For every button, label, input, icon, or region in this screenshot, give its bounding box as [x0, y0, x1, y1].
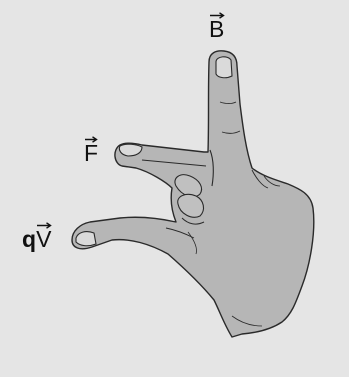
magnetic-field-label: B [209, 18, 224, 41]
force-letter: F [84, 142, 98, 165]
velocity-letter: V [36, 228, 51, 251]
vector-arrow-icon [210, 12, 226, 19]
force-text: F [84, 140, 98, 166]
magnetic-field-text: B [209, 16, 224, 42]
vector-arrow-icon [37, 222, 53, 229]
thumb-nail [76, 232, 96, 246]
vector-arrow-icon [85, 136, 100, 143]
magnetic-field-letter: B [209, 18, 224, 41]
force-label: F [84, 142, 98, 165]
index-fingernail [216, 57, 232, 78]
charge-text: q [22, 226, 36, 252]
velocity-label: q V [22, 228, 51, 251]
velocity-text: V [36, 226, 51, 252]
